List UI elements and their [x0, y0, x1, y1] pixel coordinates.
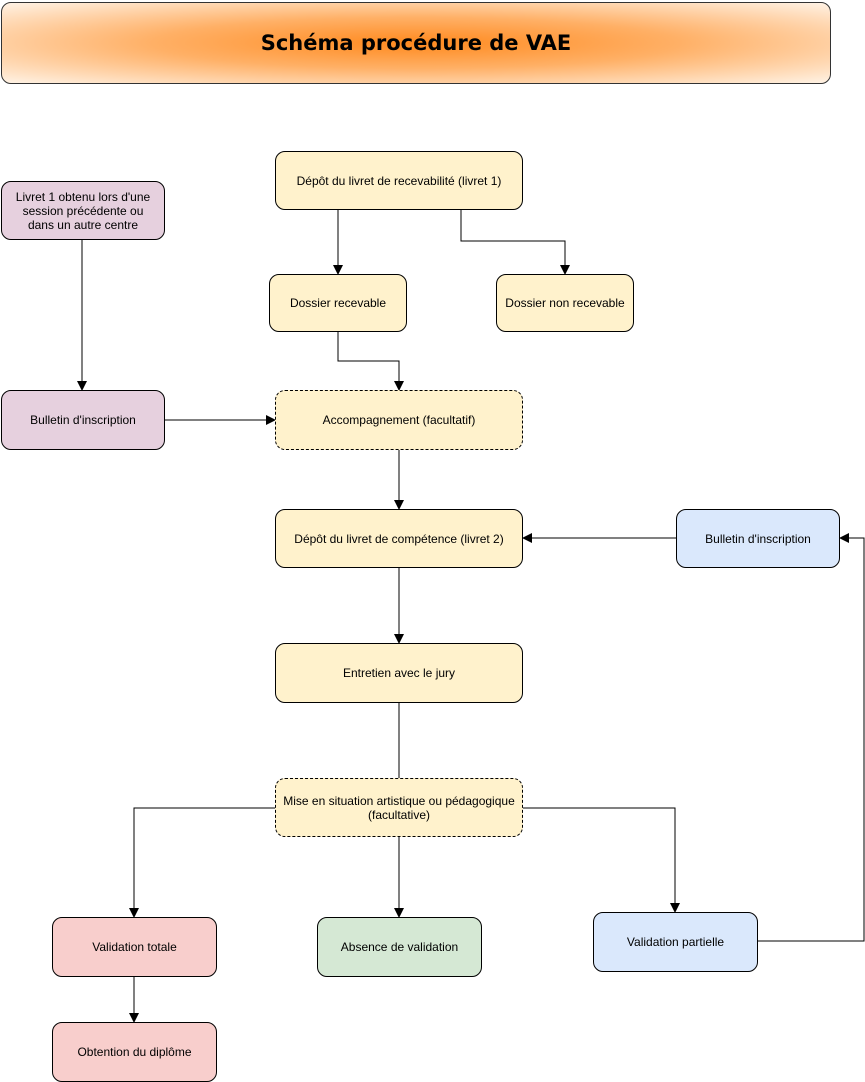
node-validation-partielle[interactable]: Validation partielle — [593, 912, 758, 972]
node-accompagnement-label: Accompagnement (facultatif) — [322, 413, 476, 427]
node-dossier-non-recevable-label: Dossier non recevable — [505, 296, 625, 310]
node-livret2-label: Dépôt du livret de compétence (livret 2) — [294, 531, 504, 546]
node-validation-totale-label: Validation totale — [92, 940, 177, 954]
node-bulletin-inscription-right-label: Bulletin d'inscription — [705, 531, 811, 546]
node-entretien-jury[interactable]: Entretien avec le jury — [275, 643, 523, 703]
node-livret2[interactable]: Dépôt du livret de compétence (livret 2) — [275, 509, 523, 568]
edge-livret1-non-recevable — [460, 210, 570, 275]
edge-partielle-bulletinright — [758, 533, 865, 942]
node-livret1-previous-label: Livret 1 obtenu lors d'une session précé… — [15, 189, 151, 232]
node-entretien-jury-label: Entretien avec le jury — [342, 666, 456, 680]
title-banner: Schéma procédure de VAE — [1, 2, 831, 84]
node-accompagnement[interactable]: Accompagnement (facultatif) — [275, 390, 523, 450]
node-mise-en-situation[interactable]: Mise en situation artistique ou pédagogi… — [275, 778, 523, 837]
node-dossier-recevable-label: Dossier recevable — [289, 296, 387, 310]
node-validation-totale[interactable]: Validation totale — [52, 917, 217, 977]
edge-mise-validation-partielle — [523, 807, 680, 913]
node-dossier-recevable[interactable]: Dossier recevable — [269, 274, 407, 332]
node-bulletin-inscription-left[interactable]: Bulletin d'inscription — [1, 390, 165, 450]
node-validation-partielle-label: Validation partielle — [626, 935, 725, 949]
node-mise-en-situation-label: Mise en situation artistique ou pédagogi… — [283, 793, 515, 822]
page-title: Schéma procédure de VAE — [260, 31, 572, 55]
node-bulletin-inscription-left-label: Bulletin d'inscription — [30, 413, 136, 427]
node-obtention-diplome[interactable]: Obtention du diplôme — [52, 1022, 217, 1082]
node-dossier-non-recevable[interactable]: Dossier non recevable — [496, 274, 634, 332]
node-bulletin-inscription-right[interactable]: Bulletin d'inscription — [676, 509, 840, 568]
node-livret1-label: Dépôt du livret de recevabilité (livret … — [296, 173, 502, 188]
edge-mise-validation-totale — [129, 807, 275, 918]
node-livret1-previous[interactable]: Livret 1 obtenu lors d'une session précé… — [1, 181, 165, 240]
edge-recevable-accompagnement — [337, 332, 404, 391]
node-absence-validation[interactable]: Absence de validation — [317, 917, 482, 977]
node-obtention-diplome-label: Obtention du diplôme — [77, 1045, 192, 1059]
node-absence-validation-label: Absence de validation — [340, 940, 459, 954]
node-livret1[interactable]: Dépôt du livret de recevabilité (livret … — [275, 151, 523, 210]
